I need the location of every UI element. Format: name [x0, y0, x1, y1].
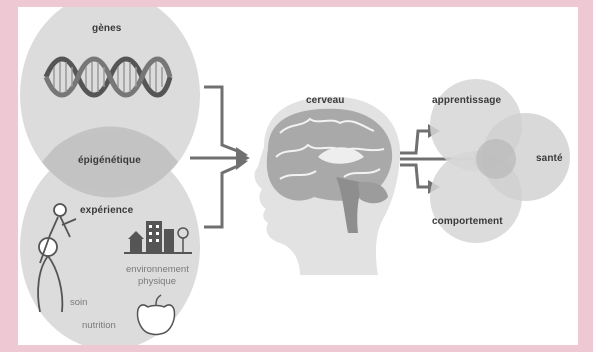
label-care: soin: [70, 297, 88, 308]
label-physical-environment-1: environnement: [126, 264, 189, 275]
label-behaviour: comportement: [432, 216, 503, 227]
label-health: santé: [536, 153, 563, 164]
label-experience: expérience: [80, 205, 134, 216]
label-epigenetics: épigénétique: [78, 155, 141, 166]
experience-circle: [20, 144, 200, 345]
diagram-panel: gènes épigénétique expérience environnem…: [18, 7, 578, 345]
arrowhead-experience: [236, 157, 248, 170]
epigenetics-overlap-core: [48, 131, 172, 191]
triple-overlap: [476, 139, 516, 179]
arrow-brain-to-learning: [400, 129, 432, 155]
left-venn: [20, 7, 200, 345]
brain-head-icon: [254, 96, 401, 275]
buildings-icon: [124, 221, 192, 254]
parent-child-icon: [37, 203, 77, 313]
label-nutrition: nutrition: [82, 320, 116, 331]
label-learning: apprentissage: [432, 95, 502, 106]
dna-icon: [43, 56, 173, 98]
arrow-genes-to-brain: [204, 85, 241, 154]
diagram-art: [20, 7, 570, 345]
label-genes: gènes: [92, 23, 122, 34]
health-circle: [482, 113, 570, 201]
right-venn: [430, 79, 570, 243]
input-arrows: [190, 85, 241, 229]
arrow-brain-to-behaviour: [400, 163, 432, 189]
apple-icon: [136, 294, 176, 336]
arrow-experience-to-brain: [204, 163, 241, 229]
label-physical-environment-2: physique: [138, 276, 177, 287]
label-brain: cerveau: [306, 95, 345, 106]
